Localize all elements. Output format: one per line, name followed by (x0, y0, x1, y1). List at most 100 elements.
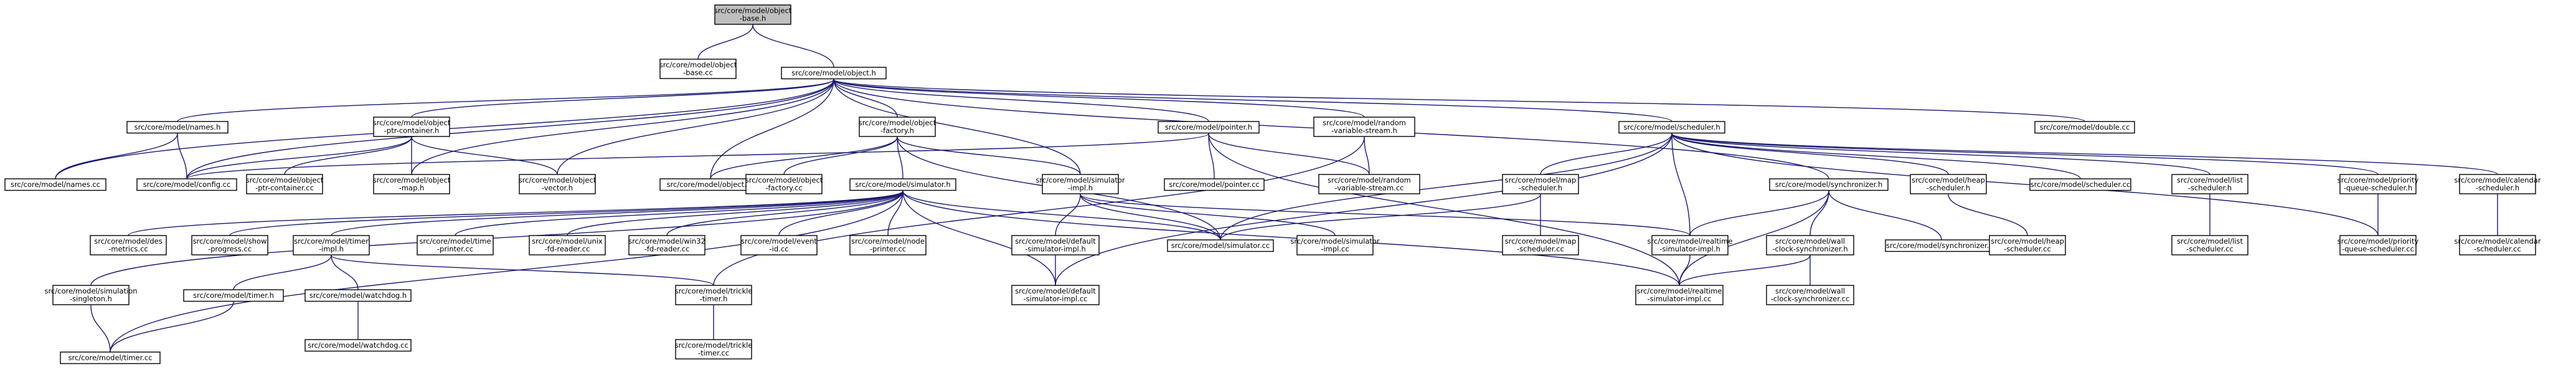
node-node-printer-cc[interactable]: src/core/model/node-printer.cc (849, 235, 927, 255)
node-label: -impl.cc (1321, 245, 1349, 254)
node-win32-fd-reader-cc[interactable]: src/core/model/win32-fd-reader.cc (628, 235, 705, 255)
node-object-factory-cc[interactable]: src/core/model/object-factory.cc (745, 174, 823, 194)
edge-synchronizer-h-to-realtime-impl-cc (1679, 185, 1832, 286)
node-names-cc[interactable]: src/core/model/names.cc (4, 178, 106, 191)
node-box (628, 235, 705, 255)
edges-layer (55, 19, 2500, 353)
node-trickle-timer-cc[interactable]: src/core/model/trickle-timer.cc (675, 339, 753, 360)
node-box (1318, 174, 1420, 194)
node-unix-fd-reader-cc[interactable]: src/core/model/unix-fd-reader.cc (529, 235, 606, 255)
node-ptr-container-h[interactable]: src/core/model/object-ptr-container.h (373, 117, 451, 137)
node-realtime-impl-cc[interactable]: src/core/model/realtime-simulator-impl.c… (1635, 285, 1724, 305)
node-list-scheduler-cc[interactable]: src/core/model/list-scheduler.cc (2171, 235, 2248, 255)
node-realtime-impl-h[interactable]: src/core/model/realtime-simulator-impl.h (1648, 235, 1733, 255)
node-label: src/core/model/timer.h (193, 291, 274, 300)
node-pointer-h[interactable]: src/core/model/pointer.h (1158, 121, 1260, 134)
node-config-cc[interactable]: src/core/model/config.cc (136, 178, 237, 191)
node-label: -singleton.h (70, 295, 112, 303)
node-box (1651, 235, 1729, 255)
node-priority-scheduler-cc[interactable]: src/core/model/priority-queue-scheduler.… (2338, 235, 2419, 255)
node-pointer-cc[interactable]: src/core/model/pointer.cc (1164, 178, 1265, 191)
node-des-metrics-cc[interactable]: src/core/model/des-metrics.cc (90, 235, 167, 255)
node-box (2459, 174, 2536, 194)
node-object-base-cc[interactable]: src/core/model/object-base.cc (659, 59, 737, 79)
node-double-cc[interactable]: src/core/model/double.cc (2034, 121, 2135, 134)
node-trickle-timer-h[interactable]: src/core/model/trickle-timer.h (675, 285, 753, 305)
node-calendar-scheduler-cc[interactable]: src/core/model/calendar-scheduler.cc (2454, 235, 2541, 255)
node-label: src/core/model/double.cc (2040, 123, 2130, 131)
node-synchronizer-h[interactable]: src/core/model/synchronizer.h (1769, 178, 1889, 191)
node-box (675, 285, 752, 305)
node-map-scheduler-h[interactable]: src/core/model/map-scheduler.h (1502, 174, 1579, 194)
node-label: -impl.h (1068, 184, 1093, 193)
node-heap-scheduler-h[interactable]: src/core/model/heap-scheduler.h (1910, 174, 1987, 194)
node-box (1502, 235, 1579, 255)
node-synchronizer-cc[interactable]: src/core/model/synchronizer.cc (1885, 239, 1998, 252)
node-wall-clock-cc[interactable]: src/core/model/wall-clock-synchronizer.c… (1766, 285, 1854, 305)
node-label: src/core/model/heap (1991, 237, 2064, 246)
node-label: src/core/model/event (741, 237, 817, 246)
node-label: src/core/model/scheduler.cc (2031, 180, 2131, 189)
edge-scheduler-h-to-list-scheduler-h (1669, 128, 2210, 175)
node-event-id-cc[interactable]: src/core/model/event-id.cc (740, 235, 818, 255)
node-heap-scheduler-cc[interactable]: src/core/model/heap-scheduler.cc (1989, 235, 2066, 255)
node-object-factory-h[interactable]: src/core/model/object-factory.h (859, 117, 937, 137)
node-priority-scheduler-h[interactable]: src/core/model/priority-queue-scheduler.… (2338, 174, 2419, 194)
edge-simulator-h-to-des-metrics-cc (128, 185, 906, 236)
node-timer-h[interactable]: src/core/model/timer.h (183, 289, 284, 302)
node-scheduler-cc[interactable]: src/core/model/scheduler.cc (2029, 178, 2131, 191)
node-watchdog-cc[interactable]: src/core/model/watchdog.cc (304, 339, 412, 352)
node-map-scheduler-cc[interactable]: src/core/model/map-scheduler.cc (1502, 235, 1579, 255)
node-object-h[interactable]: src/core/model/object.h (781, 67, 887, 80)
node-default-impl-h[interactable]: src/core/model/default-simulator-impl.h (1011, 235, 1100, 255)
edge-scheduler-h-to-map-scheduler-h (1540, 128, 1675, 175)
node-calendar-scheduler-h[interactable]: src/core/model/calendar-scheduler.h (2454, 174, 2541, 194)
node-simulator-h[interactable]: src/core/model/simulator.h (849, 178, 956, 191)
node-label: src/core/model/priority (2338, 237, 2419, 246)
node-label: -metrics.cc (108, 245, 148, 254)
node-box (60, 351, 161, 365)
node-timer-impl-h[interactable]: src/core/model/timer-impl.h (293, 235, 370, 255)
edge-object-h-to-object-map-h (411, 74, 837, 175)
node-box (745, 174, 823, 194)
node-box (2034, 121, 2135, 134)
node-show-progress-cc[interactable]: src/core/model/show-progress.cc (191, 235, 268, 255)
node-random-stream-cc[interactable]: src/core/model/random-variable-stream.cc (1318, 174, 1420, 194)
node-default-impl-cc[interactable]: src/core/model/default-simulator-impl.cc (1011, 285, 1100, 305)
node-wall-clock-h[interactable]: src/core/model/wall-clock-synchronizer.h (1766, 235, 1854, 255)
node-label: -factory.cc (765, 184, 802, 193)
node-label: src/core/model/pointer.cc (1169, 180, 1260, 189)
node-timer-cc[interactable]: src/core/model/timer.cc (60, 351, 161, 365)
node-random-stream-h[interactable]: src/core/model/random-variable-stream.h (1313, 117, 1415, 137)
node-ptr-container-cc[interactable]: src/core/model/object-ptr-container.cc (246, 174, 324, 194)
node-label: -scheduler.cc (1517, 245, 1564, 254)
node-label: -printer.cc (870, 245, 906, 254)
node-object-vector-h[interactable]: src/core/model/object-vector.h (519, 174, 597, 194)
node-label: src/core/model/wall (1775, 287, 1845, 295)
node-simulator-cc[interactable]: src/core/model/simulator.cc (1167, 239, 1274, 252)
node-simulator-impl-cc[interactable]: src/core/model/simulator-impl.cc (1290, 235, 1380, 255)
node-list-scheduler-h[interactable]: src/core/model/list-scheduler.h (2171, 174, 2248, 194)
node-label: src/core/model/map (1505, 237, 1577, 246)
node-label: -queue-scheduler.cc (2342, 245, 2414, 254)
node-scheduler-h[interactable]: src/core/model/scheduler.h (1618, 121, 1725, 134)
node-watchdog-h[interactable]: src/core/model/watchdog.h (304, 289, 412, 302)
node-object-map-h[interactable]: src/core/model/object-map.h (373, 174, 451, 194)
node-object-cc[interactable]: src/core/model/object.cc (659, 178, 762, 191)
node-time-printer-cc[interactable]: src/core/model/time-printer.cc (417, 235, 494, 255)
node-label: src/core/model/priority (2338, 176, 2419, 184)
edge-scheduler-h-to-calendar-scheduler-h (1669, 128, 2498, 175)
node-label: src/core/model/trickle (675, 341, 753, 350)
node-label: -map.h (399, 184, 425, 193)
edge-scheduler-h-to-default-impl-cc (1055, 128, 1675, 286)
node-names-h[interactable]: src/core/model/names.h (126, 121, 229, 134)
node-box (1766, 235, 1854, 255)
node-box (1635, 285, 1724, 305)
node-simulation-singleton-h[interactable]: src/core/model/simulation-singleton.h (44, 285, 138, 305)
node-label: src/core/model/heap (1912, 176, 1985, 184)
edge-simulator-impl-h-to-default-impl-h (1055, 188, 1083, 236)
node-simulator-impl-h[interactable]: src/core/model/simulator-impl.h (1036, 174, 1125, 194)
edge-synchronizer-h-to-realtime-impl-h (1689, 185, 1832, 236)
edge-object-h-to-random-stream-h (831, 74, 1365, 118)
edge-object-h-to-ptr-container-h (411, 74, 837, 118)
